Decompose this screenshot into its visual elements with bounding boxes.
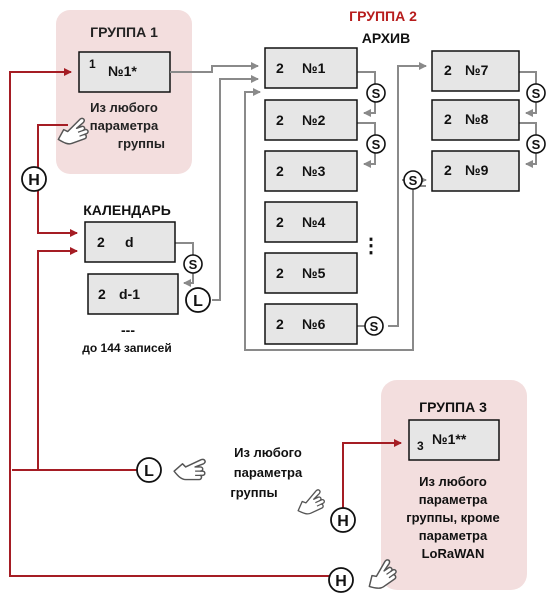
group-1-box-number: 1: [89, 57, 96, 71]
s-button-archive-2[interactable]: S: [366, 134, 386, 154]
archive-right-column: 2 №7 2 №8 2 №9: [431, 50, 520, 192]
archive-box-3-label: №3: [302, 163, 326, 179]
group-1-title: ГРУППА 1: [90, 24, 158, 40]
s-button-calendar[interactable]: S: [183, 254, 203, 274]
s-button-archive-1-label: S: [372, 86, 381, 101]
l-button-middle-label: L: [144, 463, 154, 480]
archive-box-7-number: 2: [444, 62, 452, 78]
archive-box-4[interactable]: 2 №4: [264, 201, 358, 243]
calendar-box-d-1-label: d-1: [119, 286, 140, 302]
l-button-calendar-label: L: [193, 293, 203, 310]
group-3-note-line-4: параметра: [419, 528, 488, 543]
l-button-middle[interactable]: L: [136, 457, 162, 483]
archive-box-6[interactable]: 2 №6: [264, 303, 358, 345]
archive-box-8-number: 2: [444, 111, 452, 127]
pointing-hand-icon: [292, 488, 328, 519]
group-2-title: ГРУППА 2: [349, 8, 417, 24]
group-1-box-label: №1*: [108, 63, 137, 79]
archive-left-column: 2 №1 2 №2 2 №3 2 №4 2 №5 2 №6: [264, 47, 358, 345]
s-button-calendar-label: S: [189, 257, 198, 272]
archive-box-3-number: 2: [276, 163, 284, 179]
calendar-box-d-1[interactable]: 2 d-1: [87, 273, 179, 315]
s-button-archive-7-label: S: [532, 86, 541, 101]
s-button-archive-8[interactable]: S: [526, 134, 546, 154]
s-button-archive-6[interactable]: S: [364, 316, 384, 336]
s-button-archive-7[interactable]: S: [526, 83, 546, 103]
archive-box-7[interactable]: 2 №7: [431, 50, 520, 92]
group-1-param-box[interactable]: 1 №1*: [78, 51, 171, 93]
h-button-group-3[interactable]: H: [330, 507, 356, 533]
group-3-note-line-3: группы, кроме: [406, 510, 500, 525]
archive-box-2-label: №2: [302, 112, 326, 128]
calendar-box-d-number: 2: [97, 234, 105, 250]
calendar-title: КАЛЕНДАРЬ: [83, 202, 171, 218]
group-3-title: ГРУППА 3: [419, 399, 487, 415]
l-button-calendar[interactable]: L: [185, 287, 211, 313]
middle-note-line-1: Из любого: [234, 445, 302, 460]
group-3-note-line-2: параметра: [419, 492, 488, 507]
h-button-group-3-label: H: [337, 513, 349, 530]
group-3-box-number: 3: [417, 439, 424, 453]
archive-box-6-number: 2: [276, 316, 284, 332]
s-button-archive-6-label: S: [370, 319, 379, 334]
archive-box-8[interactable]: 2 №8: [431, 99, 520, 141]
h-button-group-1-label: H: [28, 172, 40, 189]
group-3-box-label: №1**: [432, 431, 467, 447]
calendar-box-d[interactable]: 2 d: [84, 221, 176, 263]
group-1-note-line-1: Из любого: [90, 100, 158, 115]
calendar-records-note: до 144 записей: [82, 341, 171, 355]
h-button-bottom[interactable]: H: [328, 567, 354, 593]
s-button-archive-8-label: S: [532, 137, 541, 152]
group-3-param-box[interactable]: 3 №1**: [408, 419, 500, 461]
archive-box-6-label: №6: [302, 316, 326, 332]
s-button-archive-2-label: S: [372, 137, 381, 152]
archive-box-5-number: 2: [276, 265, 284, 281]
group-2-subtitle: АРХИВ: [362, 30, 410, 46]
calendar-box-d-label: d: [125, 234, 134, 250]
s-button-archive-9[interactable]: S: [403, 170, 423, 190]
archive-box-1-number: 2: [276, 60, 284, 76]
archive-box-3[interactable]: 2 №3: [264, 150, 358, 192]
group-1-panel: ГРУППА 1 1 №1* Из любого параметра групп…: [53, 10, 192, 174]
archive-ellipsis: ⋮: [361, 235, 381, 257]
archive-box-9-label: №9: [465, 162, 489, 178]
archive-box-1[interactable]: 2 №1: [264, 47, 358, 89]
archive-box-4-number: 2: [276, 214, 284, 230]
group-3-panel: ГРУППА 3 3 №1** Из любого параметра груп…: [361, 380, 527, 595]
archive-box-4-label: №4: [302, 214, 326, 230]
archive-box-5-label: №5: [302, 265, 326, 281]
middle-note-line-3: группы: [230, 485, 277, 500]
group-1-note-line-2: параметра: [90, 118, 159, 133]
archive-box-7-label: №7: [465, 62, 489, 78]
archive-box-2[interactable]: 2 №2: [264, 99, 358, 141]
s-button-archive-1[interactable]: S: [366, 83, 386, 103]
archive-box-1-label: №1: [302, 60, 326, 76]
archive-box-5[interactable]: 2 №5: [264, 252, 358, 294]
h-button-group-1[interactable]: H: [21, 166, 47, 192]
archive-box-9-number: 2: [444, 162, 452, 178]
s-button-archive-9-label: S: [409, 173, 418, 188]
group-1-note-line-3: группы: [118, 136, 165, 151]
pointing-hand-icon: [173, 458, 206, 481]
calendar-box-d-1-number: 2: [98, 286, 106, 302]
middle-note-line-2: параметра: [234, 465, 303, 480]
archive-box-8-label: №8: [465, 111, 489, 127]
archive-box-2-number: 2: [276, 112, 284, 128]
group-3-note-line-5: LoRaWAN: [422, 546, 485, 561]
archive-box-9[interactable]: 2 №9: [431, 150, 520, 192]
calendar-dashes: ---: [121, 322, 135, 338]
h-button-bottom-label: H: [335, 573, 347, 590]
group-3-note-line-1: Из любого: [419, 474, 487, 489]
